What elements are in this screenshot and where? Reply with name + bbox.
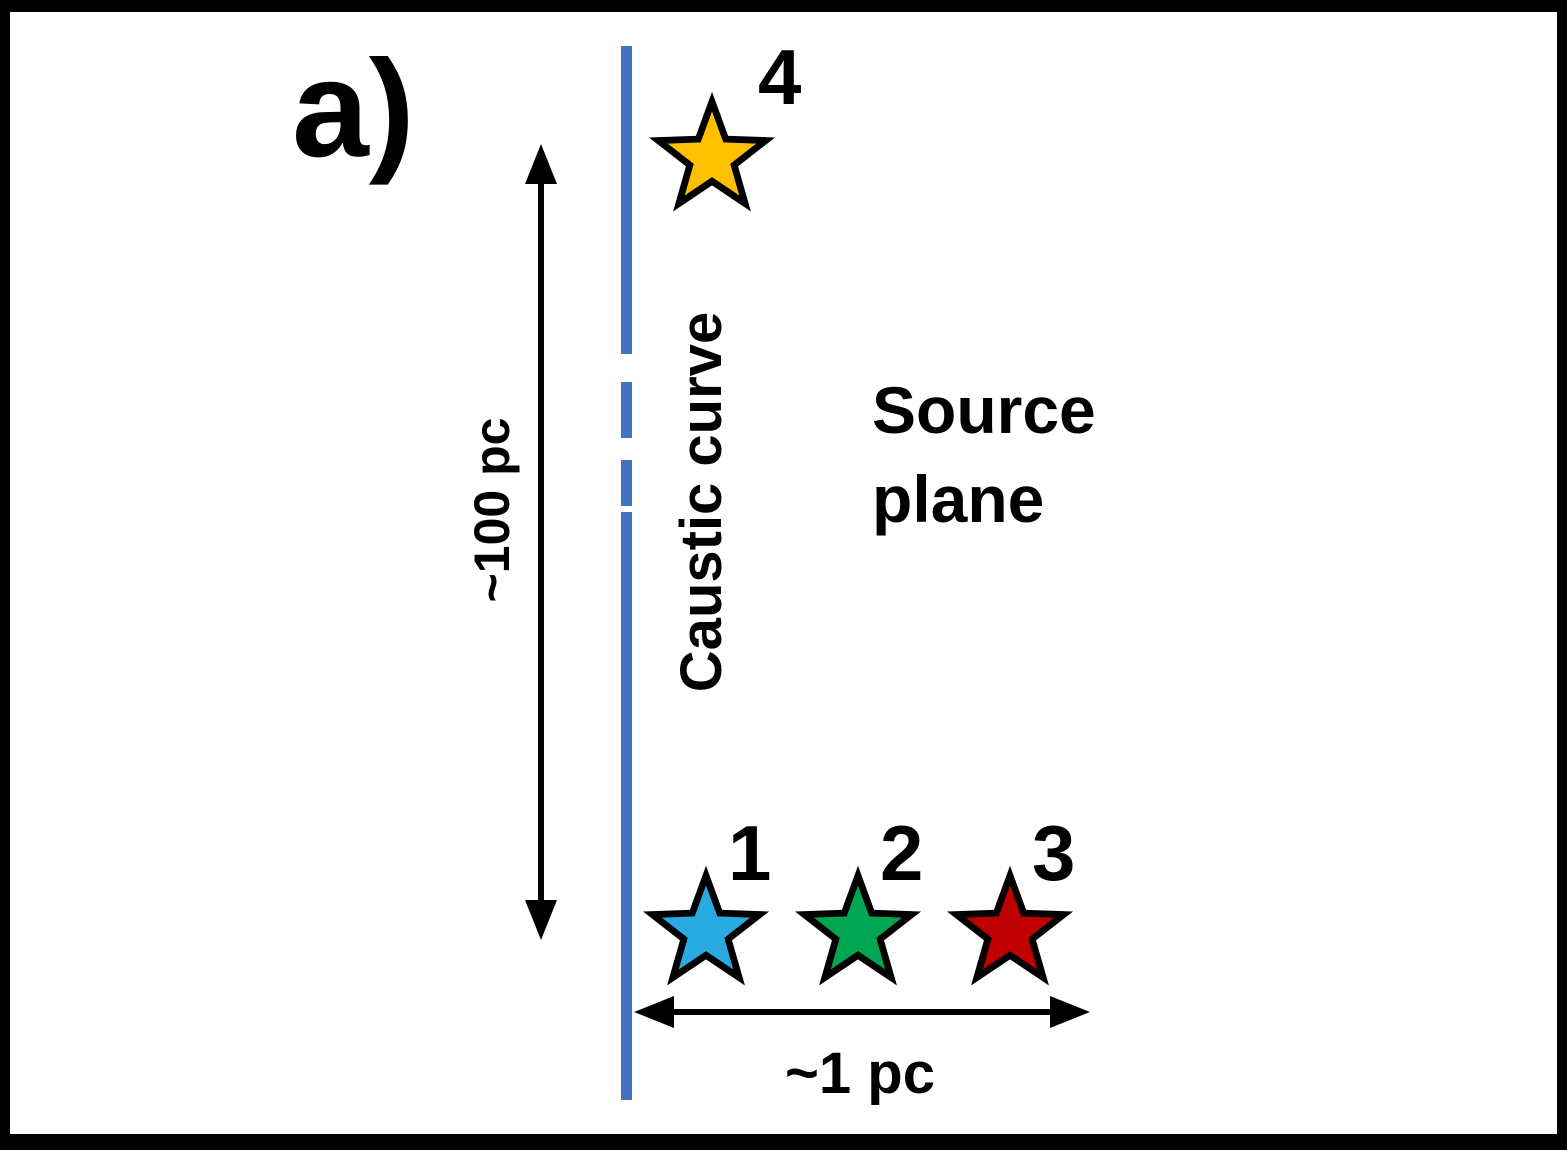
star-3-label: 3: [1032, 809, 1076, 897]
vertical-arrow-head-top: [525, 144, 557, 184]
star-1-icon: [642, 865, 770, 986]
horizontal-arrow-head-left: [634, 996, 674, 1028]
star-2-shape: [794, 865, 922, 986]
star-2-icon: [794, 865, 922, 986]
caustic-line-segment-top: [621, 46, 632, 354]
vertical-scale-label: ~100 pc: [464, 417, 520, 603]
horizontal-scale-label: ~1 pc: [785, 1041, 935, 1106]
star-4-label: 4: [758, 33, 802, 121]
horizontal-arrow-head-right: [1050, 996, 1090, 1028]
star-1-shape: [642, 865, 770, 986]
star-3-shape: [946, 865, 1074, 986]
star-3-icon: [946, 865, 1074, 986]
caustic-curve-label: Caustic curve: [669, 311, 734, 693]
panel-label: a): [292, 32, 415, 186]
star-4-shape: [648, 91, 776, 212]
star-2-label: 2: [880, 809, 924, 897]
source-plane-label: Source plane: [872, 373, 1096, 537]
vertical-arrow-head-bottom: [525, 900, 557, 940]
caustic-line-dash-1: [621, 382, 632, 438]
horizontal-scale-arrow: [634, 996, 1090, 1028]
vertical-scale-arrow: [525, 144, 557, 940]
star-1-label: 1: [728, 809, 772, 897]
figure-background: [10, 12, 1557, 1134]
caustic-line-dash-2: [621, 460, 632, 506]
caustic-line-segment-bottom: [621, 512, 632, 1100]
star-4-icon: [648, 91, 776, 212]
